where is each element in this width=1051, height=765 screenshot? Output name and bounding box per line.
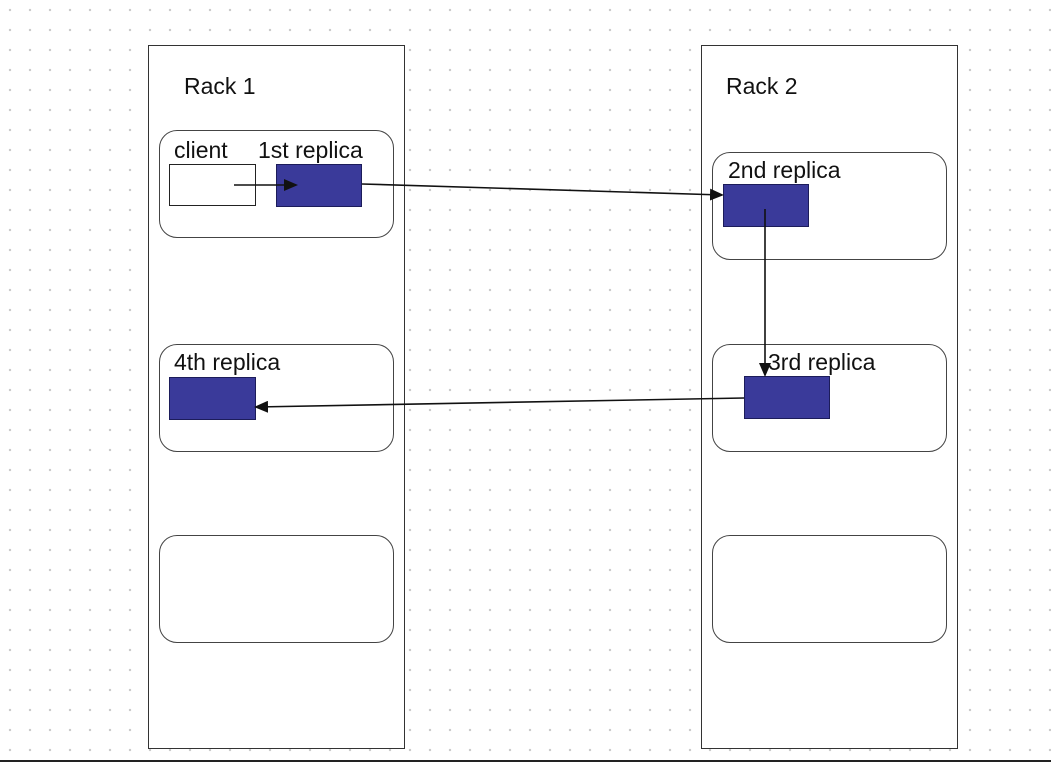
replica-3-label: 3rd replica	[768, 349, 876, 375]
replica-4-label: 4th replica	[174, 349, 281, 375]
replica-1-label: 1st replica	[258, 137, 363, 163]
replica-4-block	[169, 377, 256, 420]
replica-3-block	[744, 376, 830, 419]
rack-2-label: Rack 2	[726, 73, 798, 99]
rack-1-node-3	[159, 535, 394, 643]
replica-2-block	[723, 184, 809, 227]
replica-1-to-replica-2-arrow	[361, 183, 724, 201]
client-label: client	[174, 137, 228, 163]
replica-3-to-replica-4-arrow	[254, 397, 745, 413]
bottom-border	[0, 760, 1051, 762]
rack-1-label: Rack 1	[184, 73, 256, 99]
replica-2-label: 2nd replica	[728, 157, 841, 183]
rack-2-node-3	[712, 535, 947, 643]
